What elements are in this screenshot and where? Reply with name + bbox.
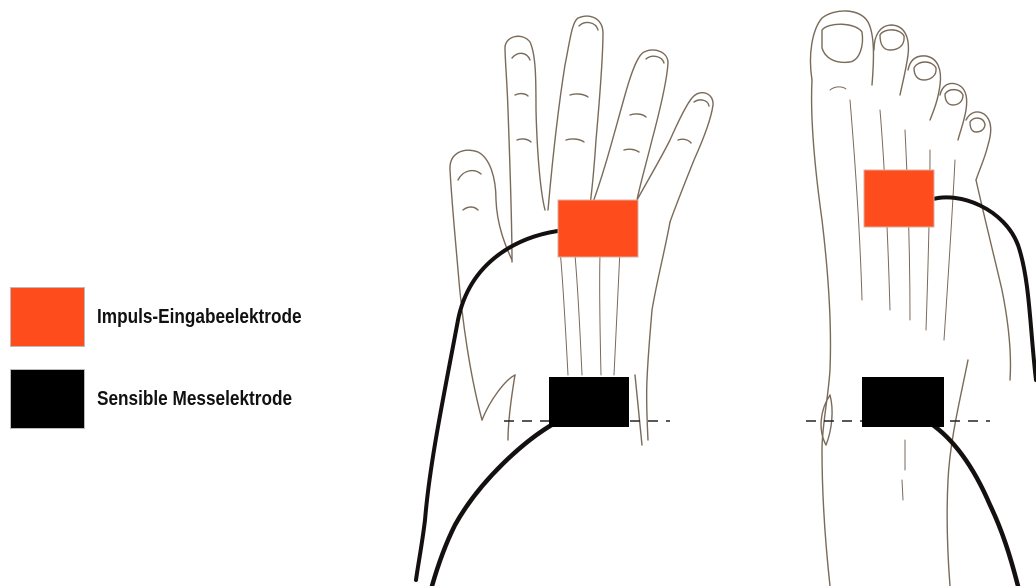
foot-illustration	[810, 11, 1010, 586]
hand-impulse-electrode	[558, 200, 638, 257]
hand-sensing-cable	[432, 423, 555, 586]
foot-impulse-electrode	[864, 170, 934, 227]
foot-impulse-cable	[930, 197, 1036, 380]
hand-impulse-cable	[416, 230, 565, 580]
foot-sensing-cable	[930, 423, 1018, 586]
hand-sensing-electrode	[549, 377, 629, 427]
foot-sensing-electrode	[862, 377, 944, 427]
